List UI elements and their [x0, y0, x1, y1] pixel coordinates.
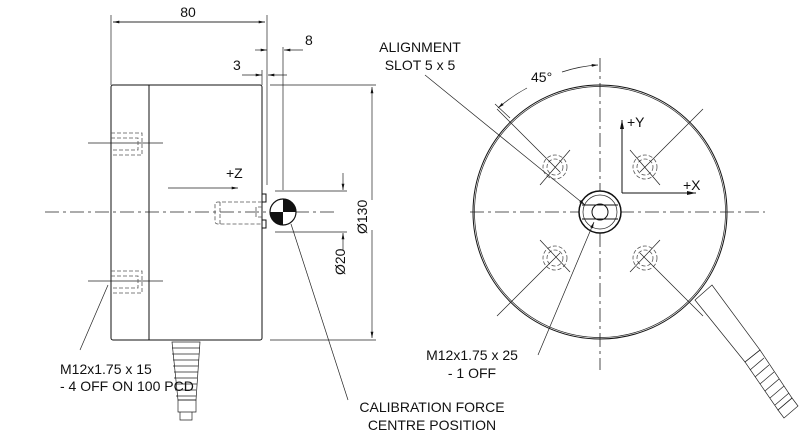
slot-note-line1: ALIGNMENT [379, 39, 461, 55]
hidden-stud [214, 201, 262, 225]
slot-note-line2: SLOT 5 x 5 [385, 57, 456, 73]
angle-arc [561, 63, 599, 73]
axis-x-label: +X [683, 177, 701, 193]
side-view: 80 8 3 +Z Ø20 Ø130 [45, 4, 505, 433]
load-cell-body-side [110, 84, 263, 341]
calib-leader [290, 223, 349, 401]
boss-face [262, 193, 267, 229]
angle-extension-line [494, 103, 511, 119]
hole-note-leader [79, 284, 109, 351]
dim-dia-20-label: Ø20 [332, 248, 348, 275]
axis-y-label: +Y [627, 114, 645, 130]
calibration-centre-symbol [269, 198, 297, 226]
angle-arc [497, 87, 528, 109]
cable-side [171, 341, 201, 421]
dim-3-label: 3 [233, 57, 241, 73]
calib-note-line2: CENTRE POSITION [368, 417, 496, 433]
thread-leader [537, 221, 595, 356]
bolt-holes [496, 108, 704, 317]
dim-8-label: 8 [305, 32, 313, 48]
angle-45-label: 45° [531, 69, 552, 85]
hidden-hole-top [111, 132, 143, 156]
centre-thread-boss [578, 190, 622, 234]
slot-leader [424, 74, 586, 206]
front-view: +Y +X 45° ALIGNMENT SLOT 5 x 5 M12x1.75 … [379, 39, 799, 419]
dim-80-label: 80 [180, 4, 196, 20]
calib-note-line1: CALIBRATION FORCE [359, 399, 504, 415]
dim-dia-130-label: Ø130 [354, 200, 370, 234]
cable-front [694, 284, 799, 419]
hidden-hole-bottom [111, 270, 143, 294]
thread-note-line1: M12x1.75 x 25 [426, 347, 518, 363]
thread-note-line2: - 1 OFF [448, 365, 496, 381]
hole-note-line1: M12x1.75 x 15 [60, 361, 152, 377]
axis-z-label: +Z [226, 165, 243, 181]
hole-note-line2: - 4 OFF ON 100 PCD [60, 378, 194, 394]
